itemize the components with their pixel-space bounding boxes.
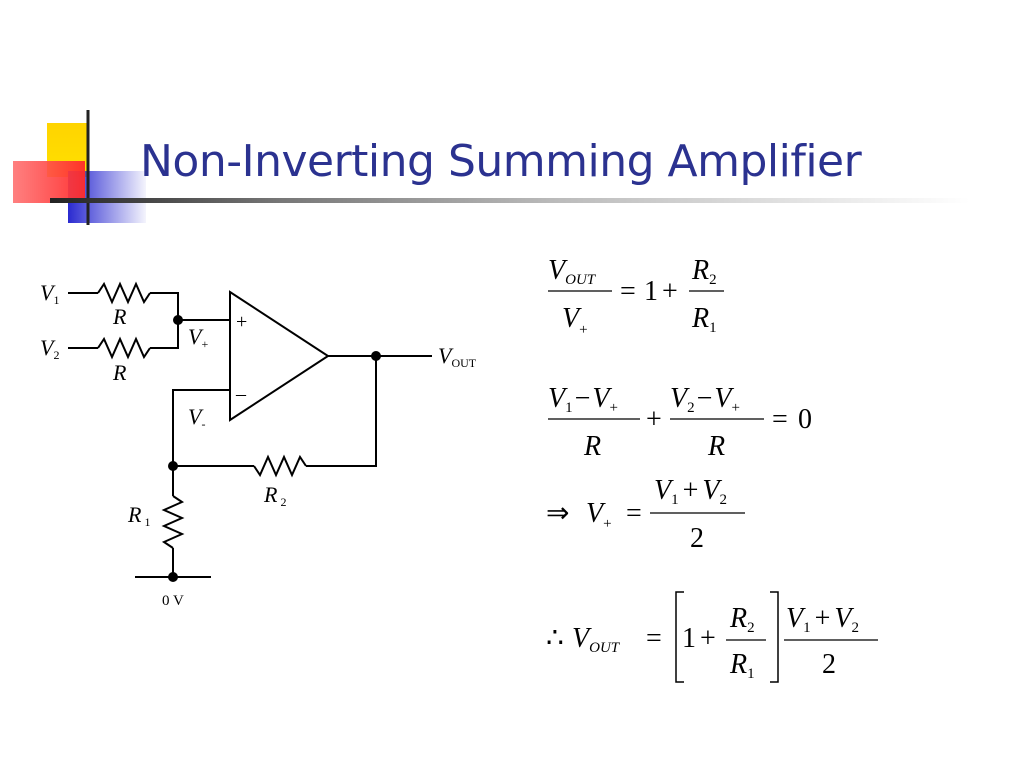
v2-to-node-wire xyxy=(150,320,179,349)
eq1-denominator: V+ xyxy=(562,303,588,338)
eq1-plus: + xyxy=(662,276,678,307)
opamp-minus-sign: – xyxy=(235,383,247,405)
eq2-plus: + xyxy=(646,404,662,435)
label-r-bottom: R xyxy=(112,360,127,385)
v1-to-node-wire xyxy=(150,292,179,320)
decorative-corner-graphic xyxy=(13,110,146,225)
label-ground: 0 V xyxy=(162,593,184,609)
equations: VOUT V+ = 1 + R2 R1 V1−V+ R + V2−V+ R = … xyxy=(546,255,878,683)
eq3-numerator: V1+V2 xyxy=(654,475,727,508)
eq2-denominator-left: R xyxy=(583,431,601,462)
junction-ground xyxy=(168,572,178,582)
eq4-r-numerator: R2 xyxy=(729,603,755,636)
label-v2: V2 xyxy=(40,335,59,362)
feedback-wire-right xyxy=(306,356,377,467)
label-vminus: V- xyxy=(188,404,205,431)
eq1-r-numerator: R2 xyxy=(691,255,717,288)
label-r-top: R xyxy=(112,304,127,329)
eq4-numerator: V1+V2 xyxy=(786,603,859,636)
junction-output xyxy=(371,351,381,361)
resistor-r-top xyxy=(97,281,151,305)
label-vplus: V+ xyxy=(188,324,208,351)
junction-vminus xyxy=(168,461,178,471)
eq2-denominator-right: R xyxy=(707,431,725,462)
eq3-lhs: V+ xyxy=(586,498,612,532)
label-v1: V1 xyxy=(40,280,59,307)
resistor-r-bottom xyxy=(97,336,151,360)
eq1-equals: = xyxy=(620,276,636,307)
eq4-one: 1 xyxy=(682,623,696,654)
eq1-numerator: VOUT xyxy=(548,255,597,288)
eq4-denominator: 2 xyxy=(822,649,836,680)
eq4-lhs: VOUT xyxy=(572,623,621,656)
eq2-zero: 0 xyxy=(798,404,812,435)
eq1-one: 1 xyxy=(644,276,658,307)
eq2-numerator-right: V2−V+ xyxy=(670,383,740,416)
eq2-equals: = xyxy=(772,404,788,435)
eq2-numerator-left: V1−V+ xyxy=(548,383,618,416)
red-square xyxy=(13,161,85,203)
eq4-left-bracket xyxy=(675,591,684,683)
title-underline xyxy=(50,198,970,203)
eq4-plus: + xyxy=(700,623,716,654)
junction-vplus xyxy=(173,315,183,325)
eq3-denominator: 2 xyxy=(690,523,704,554)
eq4-right-bracket xyxy=(770,591,779,683)
eq3-equals: = xyxy=(626,498,642,529)
resistor-r2 xyxy=(253,454,307,478)
eq4-equals: = xyxy=(646,623,662,654)
resistor-r1 xyxy=(161,495,185,549)
opamp-triangle xyxy=(229,290,330,422)
slide-title: Non-Inverting Summing Amplifier xyxy=(140,136,862,187)
eq3-implies: ⇒ xyxy=(546,498,569,529)
label-vout: VOUT xyxy=(438,343,477,370)
opamp-plus-sign: + xyxy=(236,311,247,333)
eq4-r-denominator: R1 xyxy=(729,649,755,682)
eq1-r-denominator: R1 xyxy=(691,303,717,336)
vminus-wire xyxy=(172,389,230,466)
eq4-therefore: ∴ xyxy=(546,623,564,654)
